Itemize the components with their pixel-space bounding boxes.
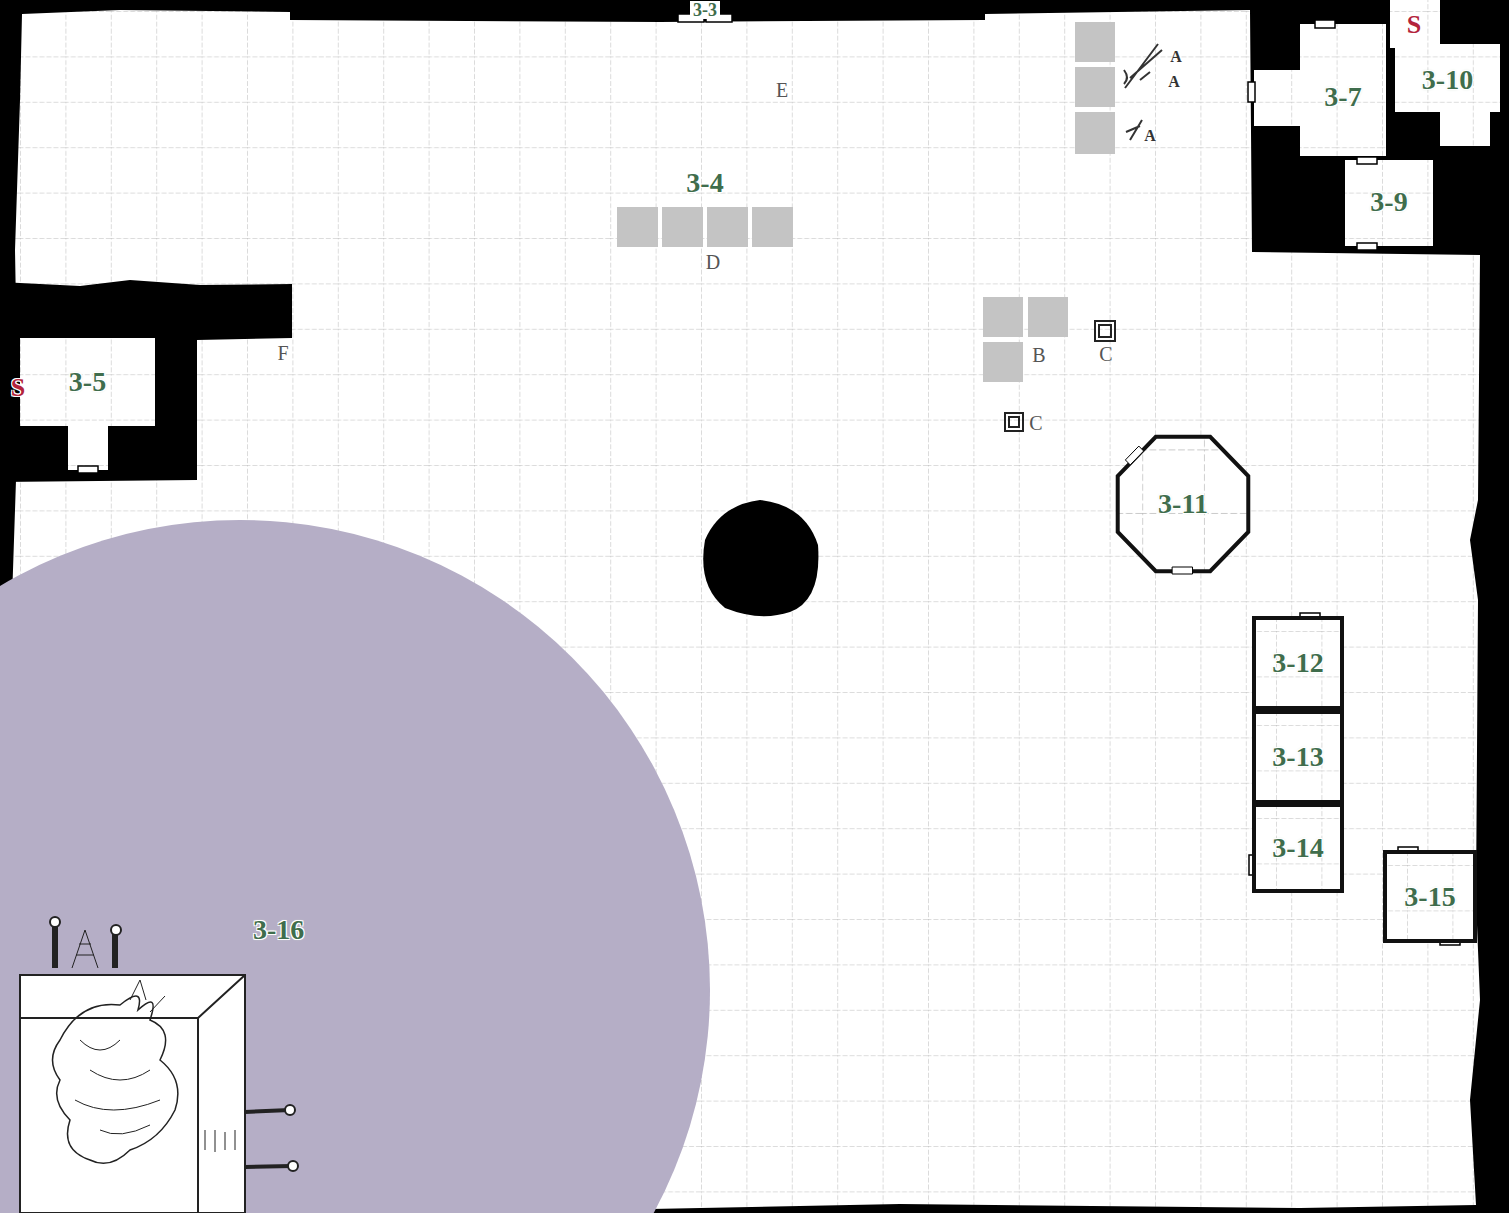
room-number: 3-5 <box>69 368 106 396</box>
room-number: 3-16 <box>253 916 304 944</box>
room: 3-10 <box>1395 48 1500 112</box>
room-number: 3-9 <box>1370 188 1407 216</box>
map-key-letter: F <box>277 343 288 363</box>
room: 3-12 <box>1252 616 1344 710</box>
spell-area <box>0 520 712 1213</box>
map-key-letter: A <box>1170 49 1182 65</box>
room: 3-11 <box>1115 434 1251 574</box>
chamber-area: 3-16 <box>0 520 712 1213</box>
room: 3-5 <box>20 338 155 426</box>
map-key-letter: A <box>1168 74 1180 90</box>
map-key-letter: B <box>1032 345 1045 365</box>
map-key-letter: D <box>706 252 720 272</box>
altar-illustration <box>20 917 298 1213</box>
room: 3-14 <box>1252 803 1344 893</box>
map-key-letter: E <box>776 80 788 100</box>
room-number: 3-15 <box>1404 883 1455 911</box>
room-number: 3-4 <box>686 169 723 197</box>
room: 3-9 <box>1345 162 1433 242</box>
map-key-letter: C <box>1029 413 1042 433</box>
room: 3-13 <box>1252 710 1344 804</box>
room-number: 3-3 <box>690 1 720 19</box>
room: 3-15 <box>1383 850 1477 943</box>
secret-door-mark: S <box>1407 12 1421 38</box>
map-key-letter: A <box>1144 128 1156 144</box>
room: 3-7 <box>1300 60 1386 134</box>
map-key-letter: C <box>1099 344 1112 364</box>
secret-door-mark: S <box>11 375 25 401</box>
room-number: 3-12 <box>1272 649 1323 677</box>
room-number: 3-13 <box>1272 743 1323 771</box>
room-number: 3-11 <box>1158 490 1208 518</box>
room-number: 3-14 <box>1272 834 1323 862</box>
room-number: 3-10 <box>1422 66 1473 94</box>
room-number: 3-7 <box>1324 83 1361 111</box>
